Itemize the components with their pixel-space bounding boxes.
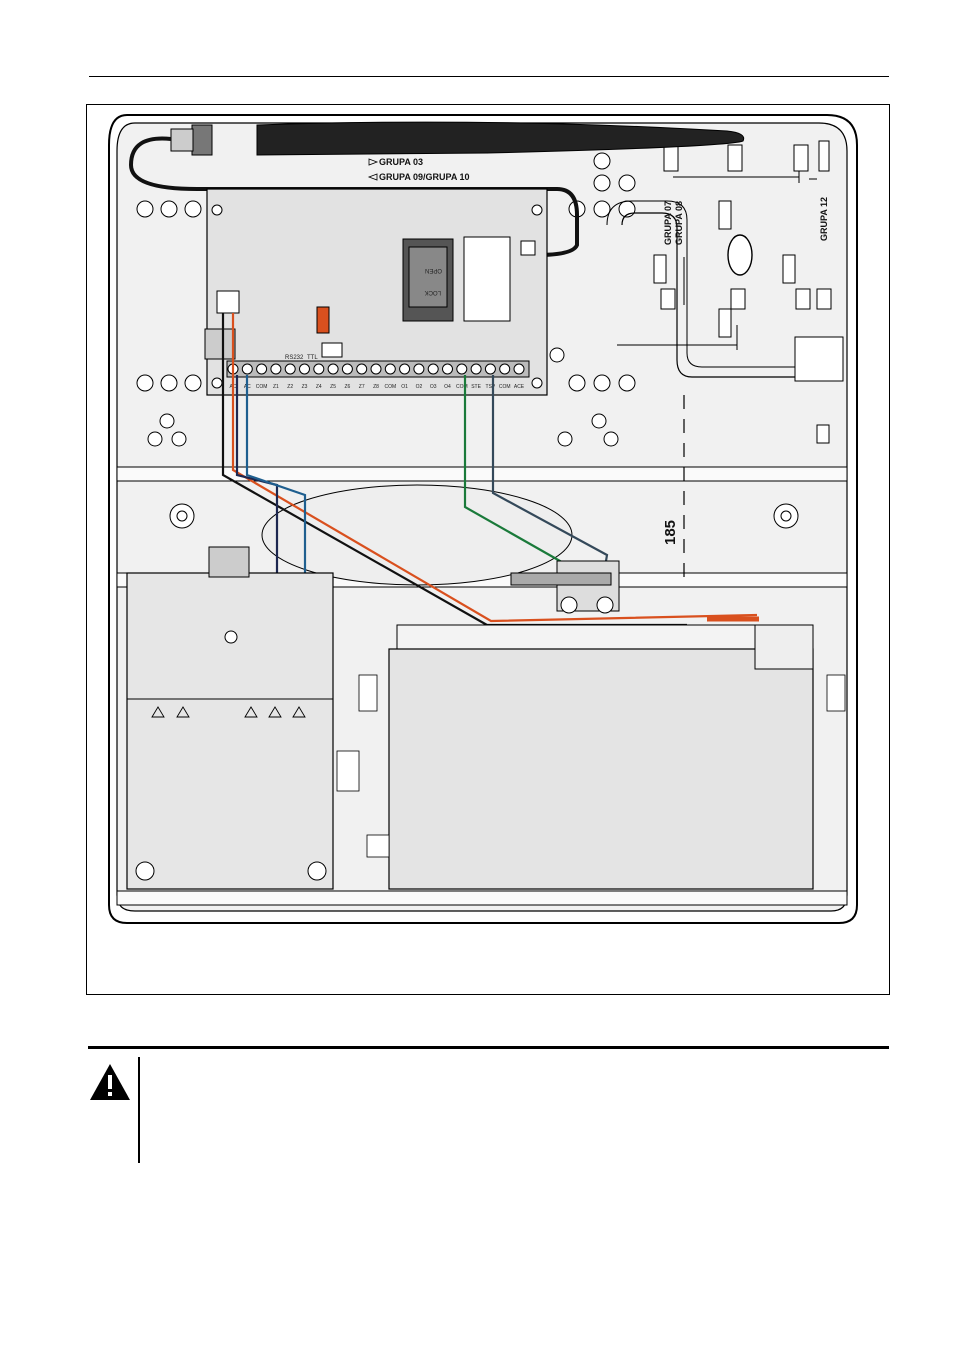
mounting-holes — [136, 152, 636, 447]
terminal-label: COM — [456, 384, 468, 390]
bracket-outline — [621, 212, 842, 378]
dimension-label: 185 — [662, 520, 679, 545]
terminal-screw — [484, 363, 496, 375]
label-grupa-12: GRUPA 12 — [819, 197, 829, 241]
screw-post — [169, 503, 799, 529]
terminal-label: Z8 — [373, 384, 379, 390]
enclosure-diagram: 185 GRUPA 03 GRUPA 09/GRUPA 10 GRUPA 04 … — [108, 114, 858, 924]
power-supply — [126, 546, 334, 890]
rs232-label: RS232 — [285, 355, 304, 361]
terminal-screw — [384, 363, 396, 375]
label-grupa-09-10: GRUPA 09/GRUPA 10 — [379, 172, 470, 182]
relay-connector — [204, 328, 236, 360]
terminal-screw — [356, 363, 368, 375]
terminal-screw — [284, 363, 296, 375]
terminal-screw — [442, 363, 453, 375]
bracket-outline-inner — [606, 200, 842, 368]
terminal-label: Z1 — [273, 384, 279, 390]
terminal-screw — [370, 363, 382, 375]
terminal-label: O4 — [444, 384, 451, 390]
wiring-diagram-figure: 185 GRUPA 03 GRUPA 09/GRUPA 10 GRUPA 04 … — [86, 104, 890, 995]
side-clips — [336, 674, 846, 858]
terminal-screw — [270, 363, 282, 375]
terminal-screw — [399, 363, 411, 375]
terminal-label: ACE — [514, 384, 525, 390]
header-rule — [89, 76, 889, 77]
terminal-screw — [256, 363, 268, 375]
terminal-label: O3 — [430, 384, 437, 390]
terminal-screw — [241, 363, 253, 375]
warning-triangle-icon — [90, 1064, 130, 1100]
sim-holder: OPEN LOCK — [402, 238, 454, 322]
terminal-label: STE — [471, 384, 481, 390]
terminal-screw — [427, 363, 439, 375]
terminal-label: O2 — [416, 384, 423, 390]
dip-switch — [316, 306, 330, 334]
arrow-icon — [368, 158, 379, 166]
terminal-screw — [313, 363, 325, 375]
sim-open-label: OPEN — [425, 267, 442, 273]
label-grupa-03: GRUPA 03 — [379, 157, 423, 167]
terminal-label: Z5 — [330, 384, 336, 390]
terminal-screw — [470, 363, 482, 375]
terminal-label: TSP — [486, 384, 496, 390]
cable-opening — [261, 484, 573, 586]
ttl-connector — [321, 342, 343, 358]
terminal-label: Z6 — [344, 384, 350, 390]
terminal-screw — [499, 363, 511, 375]
power-connector — [216, 290, 240, 314]
wire — [245, 375, 307, 575]
wire — [235, 375, 279, 575]
terminal-label: COM — [499, 384, 511, 390]
terminal-screw — [299, 363, 310, 375]
sim-lock-label: LOCK — [425, 289, 441, 295]
terminal-screw — [341, 363, 353, 375]
terminal-label: COM — [384, 384, 396, 390]
antenna-connector — [520, 240, 536, 256]
terminal-label: Z3 — [302, 384, 308, 390]
terminal-screw — [327, 363, 339, 375]
oval-slot — [727, 234, 753, 276]
antenna — [128, 121, 745, 257]
wire — [231, 313, 758, 623]
warning-rule — [88, 1046, 889, 1049]
terminal-label: Z4 — [316, 384, 322, 390]
terminal-label: COM — [256, 384, 268, 390]
label-grupa-07: GRUPA 07 — [663, 201, 673, 245]
terminal-label: Z7 — [359, 384, 365, 390]
terminal-screw — [413, 363, 425, 375]
group-arrows — [617, 171, 817, 350]
terminal-label: Z2 — [287, 384, 293, 390]
label-grupa-08: GRUPA 08 — [674, 201, 684, 245]
battery — [388, 616, 814, 890]
warning-divider — [138, 1057, 140, 1163]
ttl-label: TTL — [307, 355, 318, 361]
terminal-label: O1 — [401, 384, 408, 390]
terminal-screw — [456, 363, 468, 375]
tamper-switch — [510, 560, 620, 614]
tamper-switch-slots — [653, 140, 844, 444]
warning-block — [88, 1046, 889, 1164]
arrow-icon — [367, 173, 378, 181]
terminal-screw — [513, 363, 525, 375]
